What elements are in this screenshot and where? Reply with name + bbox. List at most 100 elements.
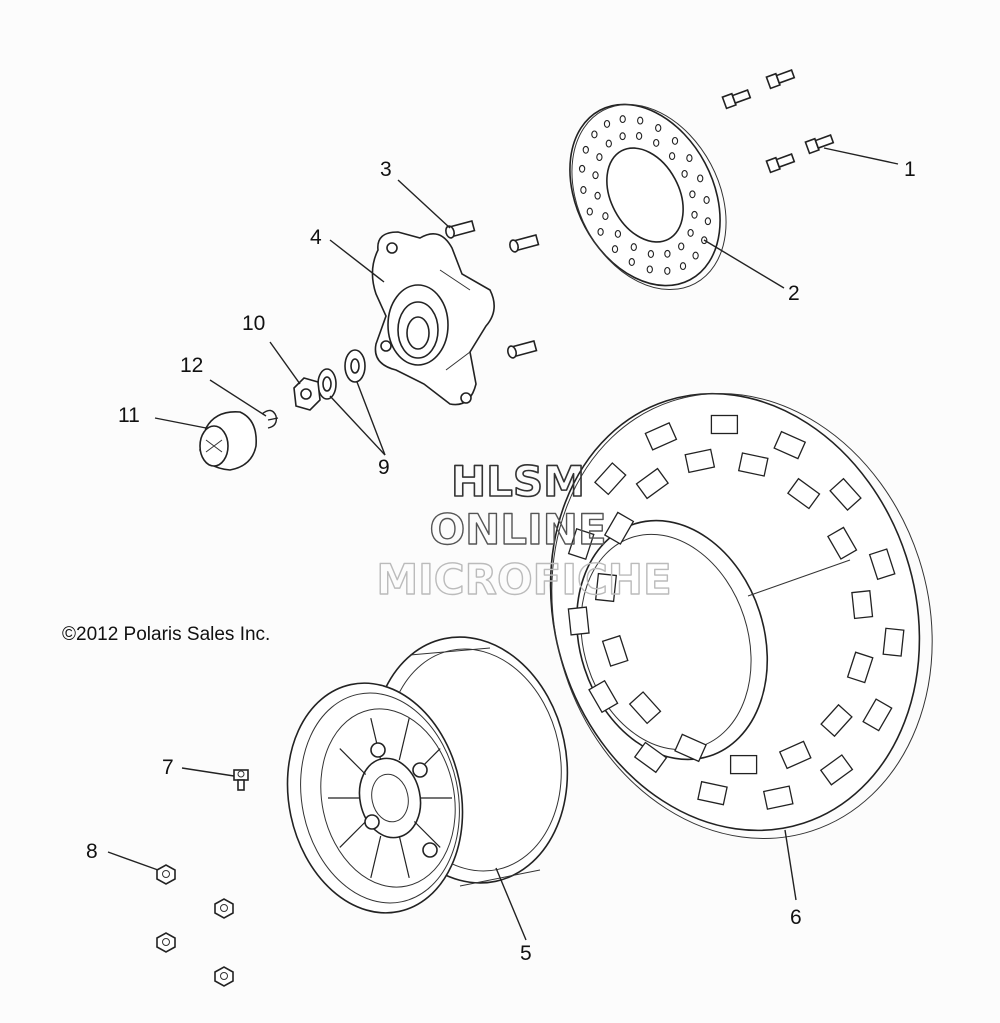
washers bbox=[317, 349, 366, 400]
disc-hole bbox=[580, 186, 587, 194]
tread-lug bbox=[846, 651, 874, 684]
tread-lug bbox=[773, 430, 807, 460]
leader-lines bbox=[107, 147, 899, 941]
disc-hole bbox=[628, 258, 635, 266]
disc-hole bbox=[586, 207, 593, 216]
tread-lug bbox=[567, 528, 595, 560]
callout-3: 3 bbox=[380, 158, 392, 181]
tread-lug bbox=[628, 691, 662, 725]
rim-spoke bbox=[413, 821, 441, 848]
callout-12: 12 bbox=[180, 354, 203, 377]
watermark: HLSM ONLINE MICROFICHE bbox=[376, 456, 673, 605]
watermark-line-1: HLSM bbox=[451, 457, 585, 506]
rim-spoke bbox=[370, 835, 382, 879]
tread-lug bbox=[827, 526, 858, 560]
tread-lug bbox=[820, 703, 853, 738]
disc-hole bbox=[602, 212, 609, 221]
tread-lug bbox=[593, 462, 627, 496]
rim-spoke bbox=[398, 717, 410, 761]
disc-hole bbox=[692, 251, 699, 260]
disc-hole bbox=[591, 130, 598, 139]
disc-hole bbox=[664, 249, 671, 258]
tread-lug bbox=[737, 452, 769, 477]
callout-10: 10 bbox=[242, 312, 265, 335]
disc-hole bbox=[687, 228, 694, 237]
disc-hole bbox=[691, 210, 698, 219]
disc-hole bbox=[619, 132, 626, 141]
brake-disc bbox=[569, 103, 727, 291]
watermark-line-2: ONLINE bbox=[429, 505, 606, 554]
tread-lug bbox=[762, 785, 794, 810]
castle-nut bbox=[293, 377, 321, 411]
tread-lug bbox=[829, 477, 862, 512]
tread-lug bbox=[633, 741, 668, 774]
wheel-hub bbox=[371, 231, 495, 406]
tread-lug bbox=[567, 606, 590, 636]
disc-hole bbox=[635, 132, 643, 140]
tread-lug bbox=[862, 698, 893, 732]
disc-hole bbox=[668, 152, 676, 161]
disc-hole bbox=[605, 139, 612, 148]
disc-hole bbox=[703, 196, 710, 204]
tread-lug bbox=[644, 422, 678, 451]
disc-hole bbox=[637, 116, 644, 125]
tread-lug bbox=[588, 679, 619, 714]
valve-stem bbox=[233, 769, 249, 791]
disc-hole bbox=[597, 227, 604, 236]
tire bbox=[549, 392, 933, 839]
hub-cap bbox=[199, 411, 257, 471]
callout-5: 5 bbox=[520, 942, 532, 965]
copyright-text: ©2012 Polaris Sales Inc. bbox=[62, 624, 270, 645]
tread-lug bbox=[786, 477, 821, 510]
callout-labels: 1 2 3 4 5 6 7 8 9 10 12 11 bbox=[86, 158, 916, 965]
tread-lug bbox=[601, 634, 629, 667]
tread-lug bbox=[729, 754, 758, 775]
disc-hole bbox=[578, 164, 586, 173]
disc-hole bbox=[686, 154, 693, 163]
cotter-pin bbox=[261, 409, 279, 429]
disc-hole bbox=[630, 243, 637, 252]
tread-lug bbox=[778, 740, 812, 770]
lug-nuts bbox=[156, 864, 234, 987]
disc-hole bbox=[664, 266, 671, 275]
tread-lug bbox=[684, 448, 716, 474]
tread-lug bbox=[819, 754, 854, 786]
callout-7: 7 bbox=[162, 756, 174, 779]
tread-lug bbox=[882, 627, 905, 657]
disc-hole bbox=[596, 153, 603, 162]
disc-hole bbox=[653, 138, 660, 147]
disc-hole bbox=[679, 262, 687, 271]
disc-hole bbox=[619, 115, 626, 124]
disc-hole bbox=[697, 174, 704, 183]
disc-hole bbox=[646, 265, 653, 274]
disc-hole bbox=[647, 250, 655, 258]
hub-studs bbox=[445, 219, 540, 359]
disc-hole bbox=[614, 229, 622, 238]
callout-2: 2 bbox=[788, 282, 800, 305]
disc-hole bbox=[594, 191, 601, 200]
disc-hole bbox=[704, 217, 712, 226]
callout-6: 6 bbox=[790, 906, 802, 929]
disc-hole bbox=[671, 136, 679, 145]
rim-spoke bbox=[339, 821, 367, 848]
tread-lug bbox=[674, 733, 707, 763]
disc-hole bbox=[681, 169, 688, 178]
tread-lug bbox=[710, 414, 739, 435]
disc-hole bbox=[678, 242, 685, 251]
callout-11: 11 bbox=[118, 404, 140, 427]
tread-lug bbox=[851, 590, 874, 620]
disc-hole bbox=[689, 190, 696, 199]
disc-hole bbox=[611, 245, 619, 254]
callout-9: 9 bbox=[378, 456, 390, 479]
wheel-rim bbox=[286, 636, 569, 914]
rim-spoke bbox=[339, 748, 367, 775]
disc-hole bbox=[582, 145, 589, 154]
disc-hole bbox=[655, 124, 662, 132]
disc-hole bbox=[592, 171, 599, 180]
disc-bolts bbox=[721, 69, 835, 174]
callout-4: 4 bbox=[310, 226, 322, 249]
callout-8: 8 bbox=[86, 840, 98, 863]
disc-hole bbox=[603, 119, 611, 128]
